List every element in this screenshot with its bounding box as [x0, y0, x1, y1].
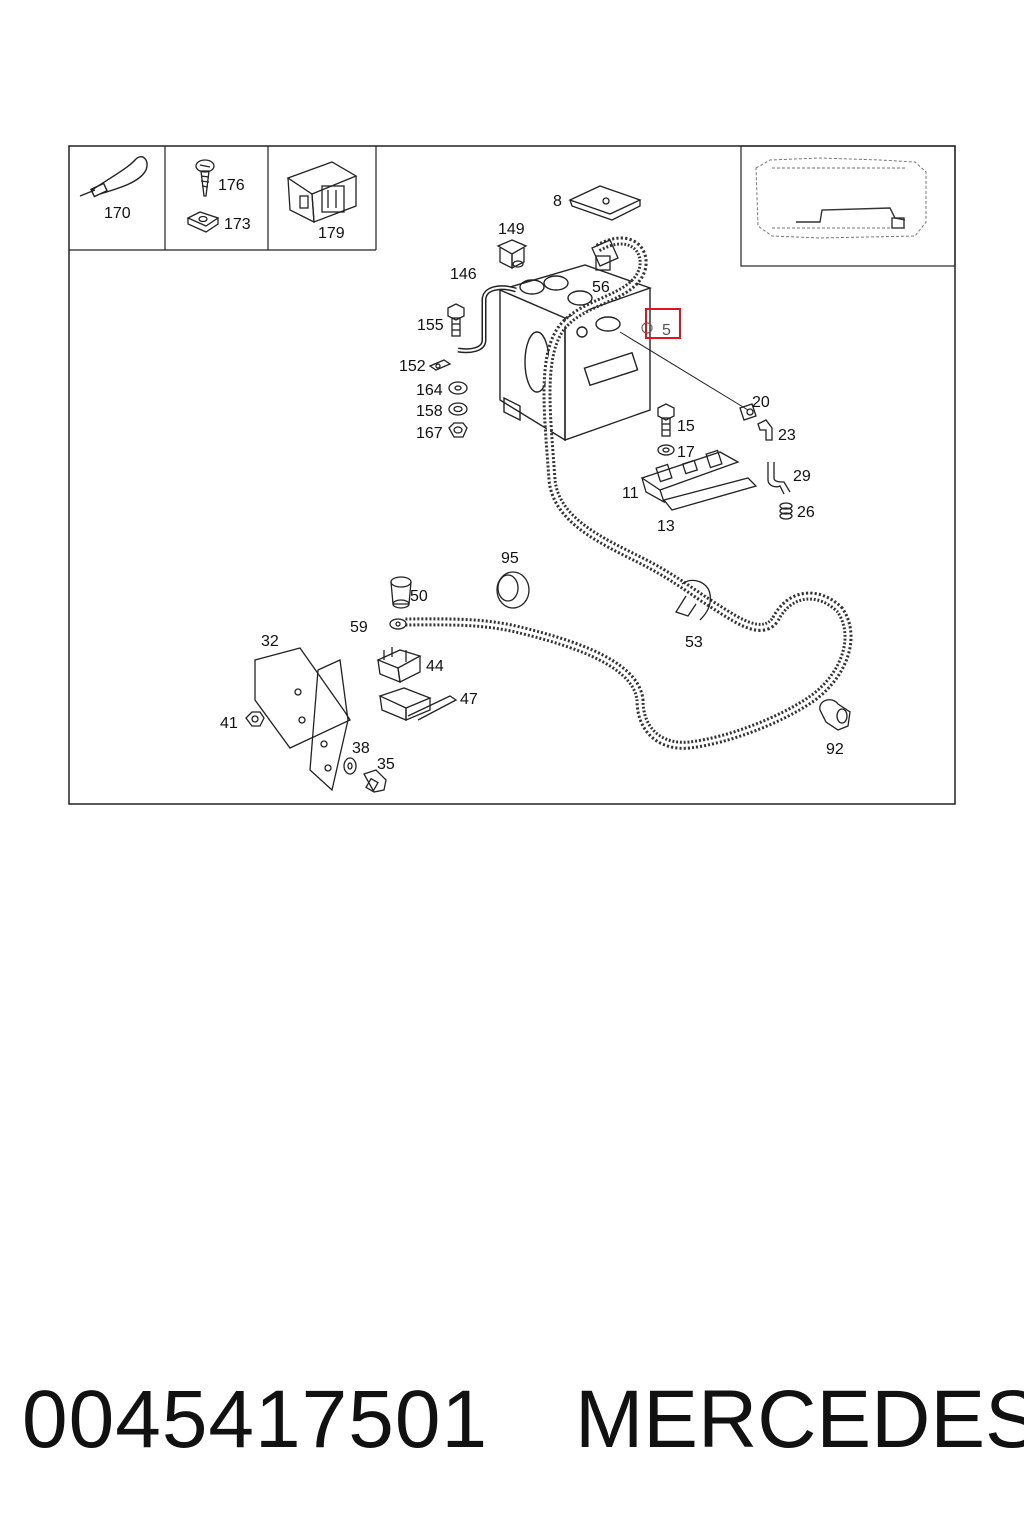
cable-clamp-92-icon: [819, 699, 851, 731]
callout-95: 95: [501, 550, 519, 567]
screw-176-icon: [195, 159, 215, 197]
clamp-149-icon: [496, 239, 528, 270]
ground-cable-146: [457, 285, 517, 354]
callout-179: 179: [318, 225, 345, 242]
callout-11: 11: [622, 485, 639, 502]
spring-clip-26-icon: [779, 502, 793, 520]
vent-plug-20-icon: [739, 403, 757, 421]
cable-lug-59-icon: [389, 618, 407, 630]
terminal-clamp-56-icon: [591, 239, 619, 271]
callout-170: 170: [104, 205, 131, 222]
washer-38-icon: [343, 757, 357, 775]
bolt-35-icon: [363, 769, 387, 793]
callout-146: 146: [450, 266, 477, 283]
callout-32: 32: [261, 633, 279, 650]
vent-hose-leader: [619, 331, 749, 411]
callout-155: 155: [417, 317, 444, 334]
bolt-155-icon: [447, 303, 465, 337]
bolt-15-icon: [657, 403, 675, 437]
part-number: 0045417501: [22, 1374, 489, 1465]
bushing-50-icon: [390, 576, 412, 609]
ground-cable-core: [457, 286, 517, 352]
terminal-cover-8-icon: [568, 185, 642, 221]
relay-box-179-icon: [286, 161, 358, 224]
callout-38: 38: [352, 740, 370, 757]
callout-167: 167: [416, 425, 443, 442]
callout-17: 17: [677, 444, 695, 461]
callout-56: 56: [592, 279, 610, 296]
diagram-frame: [68, 145, 956, 805]
vent-elbow-23-icon: [757, 419, 773, 441]
callout-23: 23: [778, 427, 796, 444]
callout-20: 20: [752, 394, 770, 411]
callout-8: 8: [553, 193, 562, 210]
washer-164-icon: [448, 381, 468, 395]
fuse-holder-44-icon: [376, 647, 422, 684]
mounting-bracket-32-icon: [254, 647, 351, 792]
callout-29: 29: [793, 468, 811, 485]
locator-inset-frame: [740, 145, 956, 267]
cable-tie-170-icon: [79, 156, 148, 198]
rubber-strip-13-icon: [662, 477, 758, 511]
callout-15: 15: [677, 418, 695, 435]
grommet-95-icon: [496, 571, 530, 609]
callout-59: 59: [350, 619, 368, 636]
callout-158: 158: [416, 403, 443, 420]
lock-washer-158-icon: [448, 402, 468, 416]
footer: 0045417501 MERCEDES: [0, 1370, 1024, 1480]
highlight-box-5: [645, 308, 681, 339]
callout-92: 92: [826, 741, 844, 758]
nut-167-icon: [448, 422, 468, 438]
callout-47: 47: [460, 691, 478, 708]
callout-26: 26: [797, 504, 815, 521]
callout-149: 149: [498, 221, 525, 238]
callout-labels: 170 176 173 179 8 149 146 56 155 5 152 1…: [104, 177, 844, 773]
callout-44: 44: [426, 658, 444, 675]
brand-name: MERCEDES: [575, 1374, 1024, 1465]
clip-nut-173-icon: [186, 211, 220, 233]
fuse-cover-47-icon: [378, 687, 458, 721]
washer-17-icon: [657, 444, 675, 456]
vent-hose-29-icon: [767, 462, 791, 495]
callout-53: 53: [685, 634, 703, 651]
callout-152: 152: [399, 358, 426, 375]
callout-35: 35: [377, 756, 395, 773]
callout-13: 13: [657, 518, 675, 535]
battery-icon: [497, 264, 653, 442]
inset-boxes: [69, 146, 377, 251]
callout-50: 50: [410, 588, 428, 605]
nut-41-icon: [245, 711, 265, 727]
callout-41: 41: [220, 715, 238, 732]
cable-lug-152-icon: [428, 359, 452, 371]
callout-176: 176: [218, 177, 245, 194]
callout-164: 164: [416, 382, 443, 399]
hold-down-bracket-11-icon: [640, 449, 740, 504]
callout-173: 173: [224, 216, 251, 233]
cable-holder-53-icon: [675, 579, 712, 621]
callout-5: 5: [662, 322, 671, 339]
cable-core: [403, 239, 850, 747]
vehicle-locator-icon: [755, 157, 927, 239]
locator-highlight-path: [796, 207, 906, 229]
